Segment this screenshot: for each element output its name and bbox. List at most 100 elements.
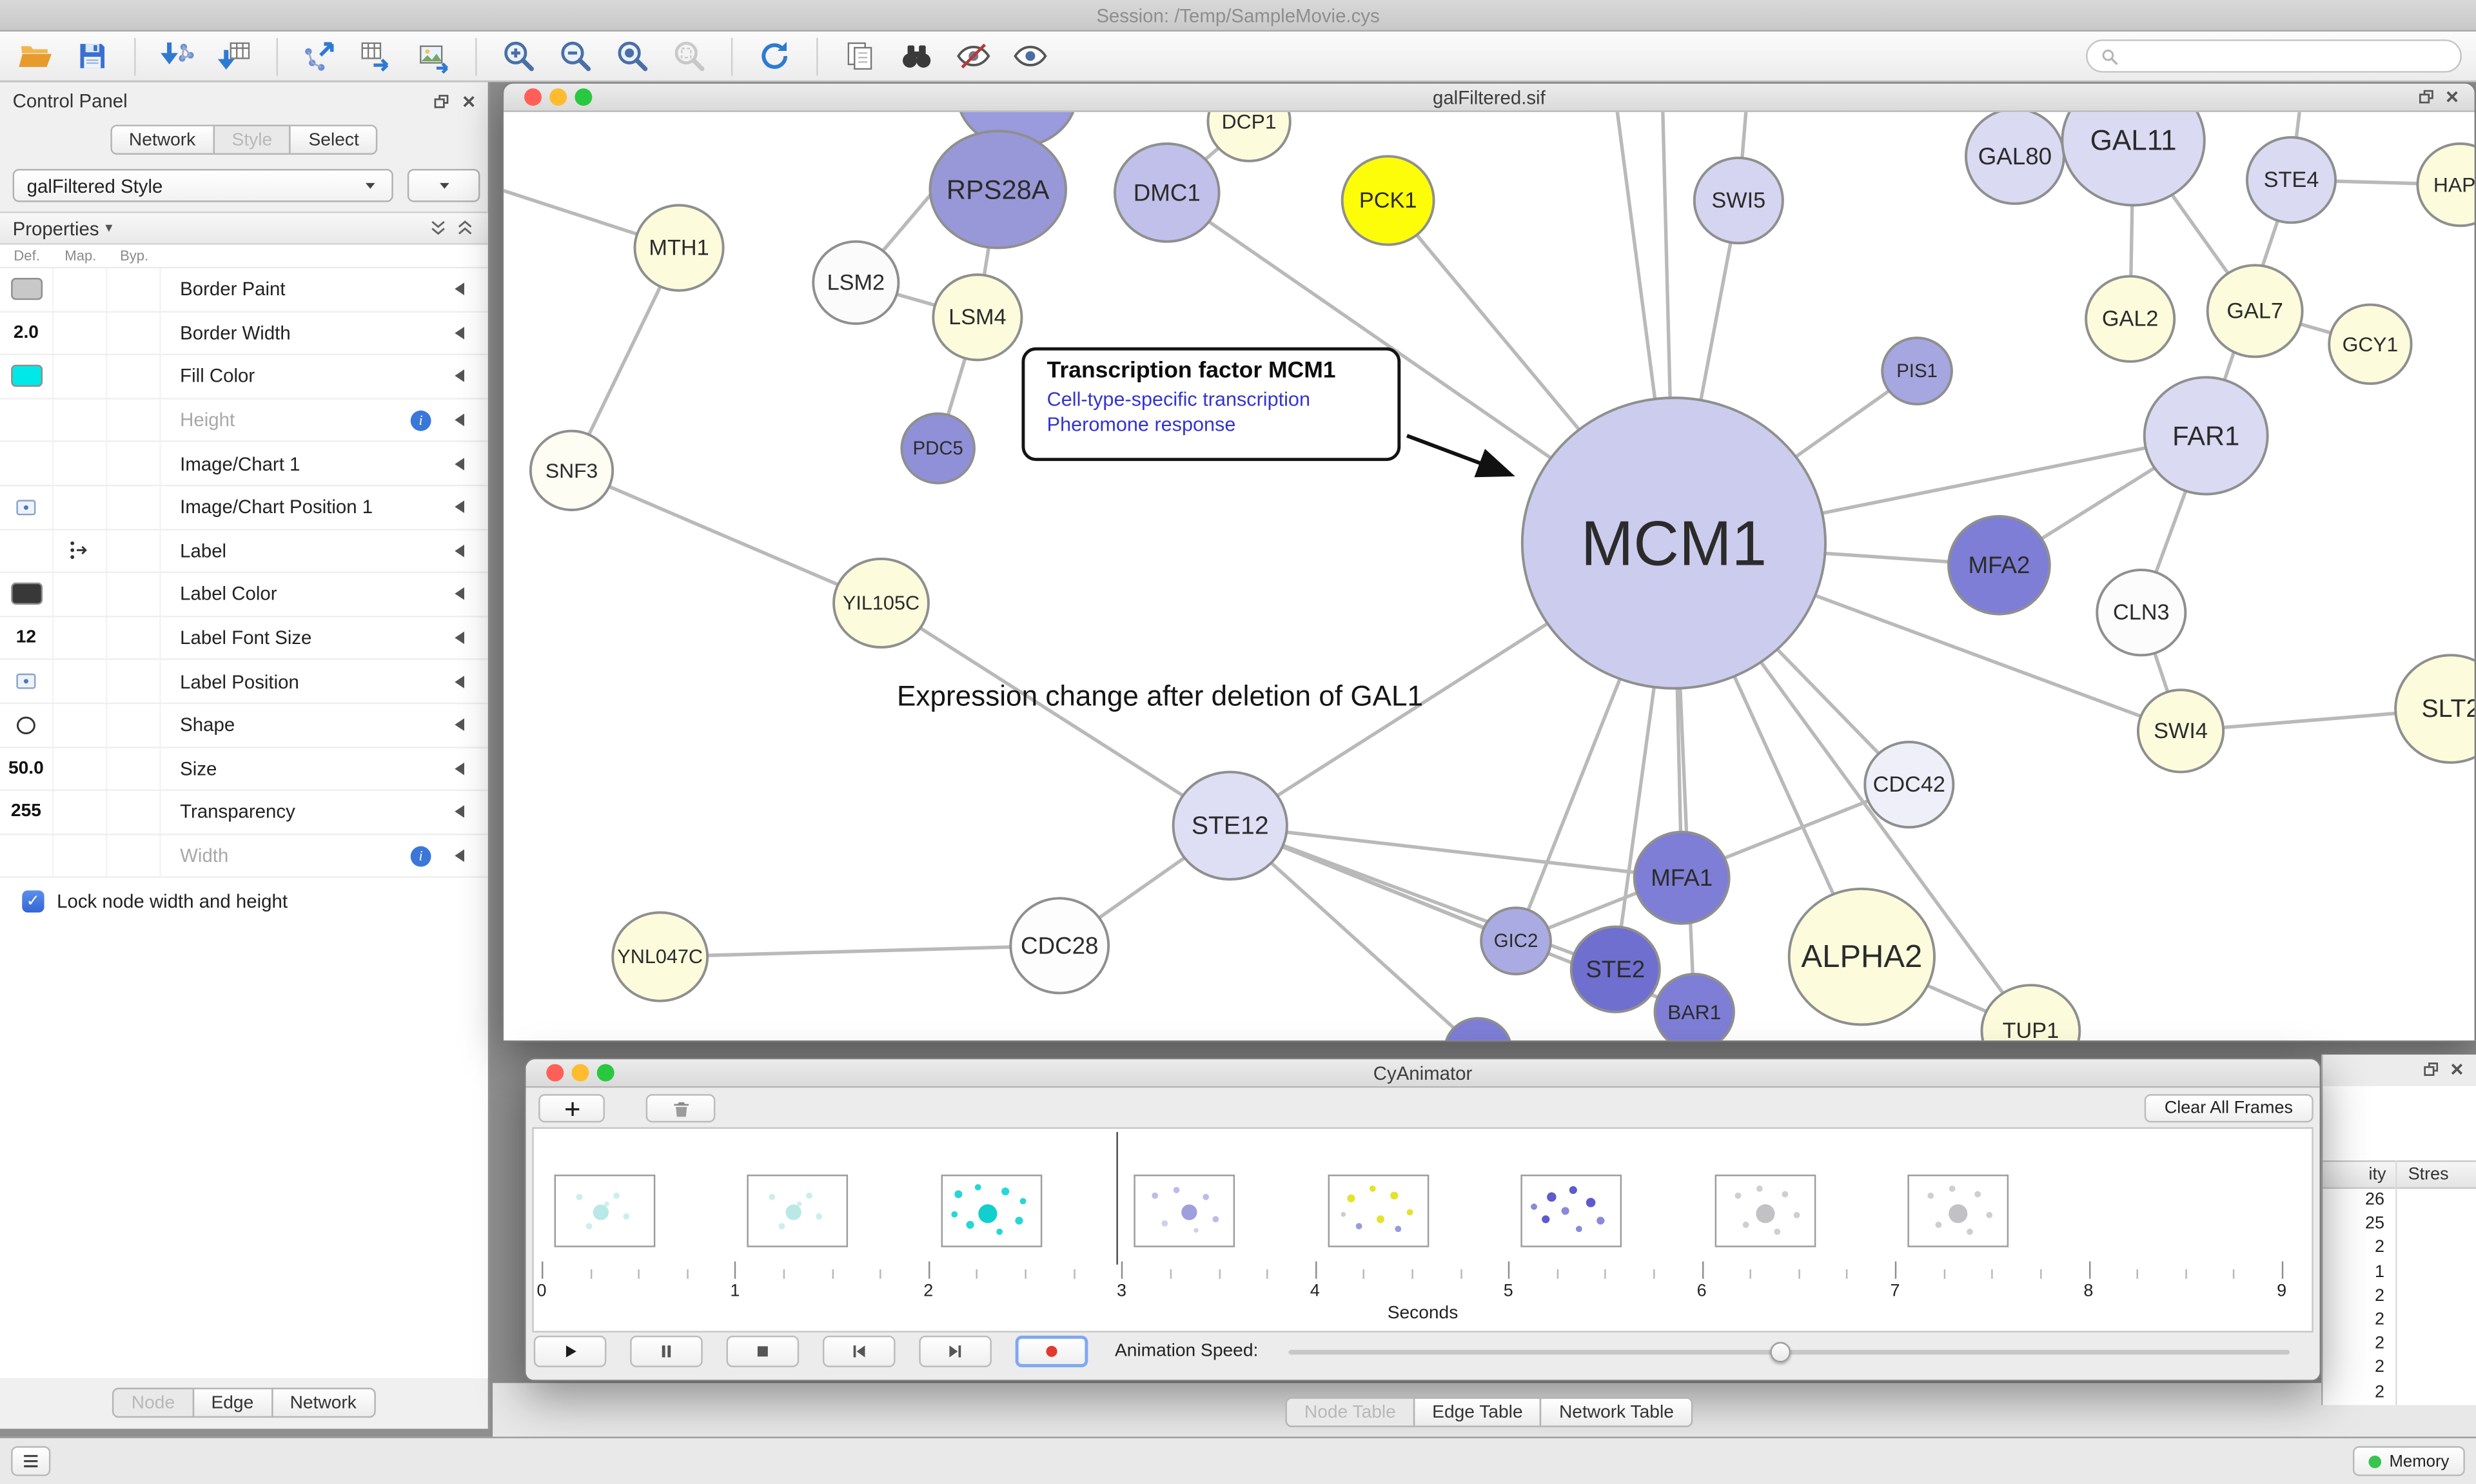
zoom-traffic-light[interactable] — [596, 1064, 614, 1082]
table-row[interactable]: 26 — [2323, 1191, 2476, 1215]
network-node-gic2[interactable]: GIC2 — [1480, 906, 1552, 975]
property-row-label-color[interactable]: Label Color — [0, 573, 488, 617]
network-node-tup1[interactable]: TUP1 — [1980, 984, 2081, 1040]
export-table-button[interactable] — [357, 36, 396, 75]
cp-tab-style[interactable]: Style — [213, 124, 291, 155]
frame-thumbnail-4[interactable] — [1134, 1175, 1235, 1247]
property-row-image-chart-1[interactable]: Image/Chart 1 — [0, 442, 488, 487]
network-node-lsm2[interactable]: LSM2 — [812, 240, 900, 326]
pause-button[interactable] — [630, 1335, 703, 1367]
cp-style-tab-edge[interactable]: Edge — [192, 1387, 273, 1418]
expand-row-arrow-icon[interactable] — [455, 762, 465, 776]
expand-row-arrow-icon[interactable] — [455, 849, 465, 863]
expand-row-arrow-icon[interactable] — [455, 326, 465, 340]
import-network-button[interactable] — [158, 36, 197, 75]
cp-tab-select[interactable]: Select — [290, 124, 378, 155]
frame-thumbnail-8[interactable] — [1907, 1175, 2009, 1247]
add-frame-button[interactable] — [538, 1094, 605, 1123]
animation-speed-slider[interactable] — [1288, 1336, 2290, 1367]
expand-row-arrow-icon[interactable] — [455, 588, 465, 601]
float-panel-icon[interactable] — [2422, 1061, 2439, 1079]
frame-thumbnail-6[interactable] — [1520, 1175, 1622, 1247]
expand-row-arrow-icon[interactable] — [455, 718, 465, 732]
default-value[interactable]: 12 — [15, 628, 37, 648]
network-node-ynl047c[interactable]: YNL047C — [611, 911, 709, 1002]
network-edge[interactable] — [880, 601, 1232, 828]
network-node-dcp1[interactable]: DCP1 — [1206, 112, 1292, 162]
network-node-gal7[interactable]: GAL7 — [2206, 264, 2304, 358]
network-node-mfa2[interactable]: MFA2 — [1947, 514, 2051, 616]
close-window-icon[interactable]: × — [2446, 83, 2459, 109]
slider-thumb[interactable] — [1769, 1341, 1791, 1362]
frame-thumbnail-1[interactable] — [554, 1175, 656, 1247]
network-node-gal11[interactable]: GAL11 — [2061, 112, 2206, 207]
network-node-cln3[interactable]: CLN3 — [2096, 569, 2187, 657]
tab-network-table[interactable]: Network Table — [1540, 1397, 1693, 1427]
network-graph[interactable]: RPS28ADMC1DCP1PCK1SWI5GAL80GAL11STE4HAP4… — [504, 112, 2475, 1040]
frame-thumbnail-2[interactable] — [747, 1175, 849, 1247]
network-node-yil105c[interactable]: YIL105C — [832, 557, 930, 649]
network-node-alpha2[interactable]: ALPHA2 — [1787, 887, 1936, 1026]
annotation-link[interactable]: Pheromone response — [1046, 413, 1236, 436]
import-table-button[interactable] — [215, 36, 254, 75]
tab-edge-table[interactable]: Edge Table — [1413, 1397, 1542, 1427]
skip-to-end-button[interactable] — [919, 1335, 992, 1367]
memory-button[interactable]: Memory — [2353, 1446, 2465, 1476]
position-icon[interactable] — [13, 670, 40, 694]
style-options-button[interactable] — [407, 169, 480, 202]
default-value-swatch[interactable] — [10, 278, 42, 301]
network-node-rps28a[interactable]: RPS28A — [928, 130, 1068, 249]
stop-button[interactable] — [726, 1335, 800, 1367]
column-header[interactable]: Stres — [2408, 1165, 2449, 1184]
property-row-shape[interactable]: Shape — [0, 704, 488, 748]
network-node-gcy1[interactable]: GCY1 — [2328, 303, 2413, 386]
skip-to-start-button[interactable] — [822, 1335, 896, 1367]
lock-size-checkbox[interactable]: Lock node width and height — [0, 878, 488, 913]
tab-node-table[interactable]: Node Table — [1285, 1397, 1415, 1427]
search-input[interactable] — [2127, 44, 2448, 68]
table-row[interactable]: 1 — [2323, 1262, 2476, 1286]
network-node-cdc28[interactable]: CDC28 — [1009, 897, 1110, 995]
expand-row-arrow-icon[interactable] — [455, 413, 465, 427]
apply-layout-button[interactable] — [755, 36, 794, 75]
property-row-fill-color[interactable]: Fill Color — [0, 355, 488, 400]
table-row[interactable]: 2 — [2323, 1311, 2476, 1334]
default-value-swatch[interactable] — [10, 365, 42, 388]
annotation-mcm1[interactable]: Transcription factor MCM1 Cell-type-spec… — [1021, 347, 1401, 462]
table-row[interactable]: 25 — [2323, 1215, 2476, 1238]
property-row-border-paint[interactable]: Border Paint — [0, 268, 488, 312]
network-node-pck1[interactable]: PCK1 — [1341, 155, 1435, 246]
property-row-label[interactable]: Label — [0, 529, 488, 574]
network-node-lsm4[interactable]: LSM4 — [932, 273, 1023, 362]
network-node-cdc42[interactable]: CDC42 — [1863, 741, 1955, 829]
network-edge[interactable] — [660, 944, 1060, 959]
minimize-traffic-light[interactable] — [549, 88, 567, 106]
open-session-button[interactable] — [15, 36, 55, 75]
property-row-image-chart-position-1[interactable]: Image/Chart Position 1 — [0, 486, 488, 530]
zoom-out-button[interactable] — [556, 36, 595, 75]
table-row[interactable]: 2 — [2323, 1382, 2476, 1406]
collapse-all-icon[interactable] — [428, 218, 449, 239]
close-traffic-light[interactable] — [546, 1064, 564, 1082]
default-value[interactable]: 50.0 — [8, 759, 44, 778]
expand-row-arrow-icon[interactable] — [455, 370, 465, 383]
network-edge[interactable] — [571, 469, 882, 605]
expand-all-icon[interactable] — [455, 218, 475, 239]
checkbox-checked-icon[interactable] — [22, 890, 44, 913]
play-button[interactable] — [533, 1335, 607, 1367]
network-node-far1[interactable]: FAR1 — [2143, 376, 2269, 496]
expand-row-arrow-icon[interactable] — [455, 631, 465, 645]
property-row-label-position[interactable]: Label Position — [0, 660, 488, 705]
zoom-in-button[interactable] — [499, 36, 538, 75]
expand-row-arrow-icon[interactable] — [455, 544, 465, 558]
network-edge[interactable] — [1230, 824, 1682, 880]
clear-all-frames-button[interactable]: Clear All Frames — [2143, 1094, 2314, 1123]
position-icon[interactable] — [13, 495, 40, 519]
network-canvas[interactable]: RPS28ADMC1DCP1PCK1SWI5GAL80GAL11STE4HAP4… — [504, 112, 2475, 1040]
float-window-icon[interactable] — [2417, 88, 2435, 106]
